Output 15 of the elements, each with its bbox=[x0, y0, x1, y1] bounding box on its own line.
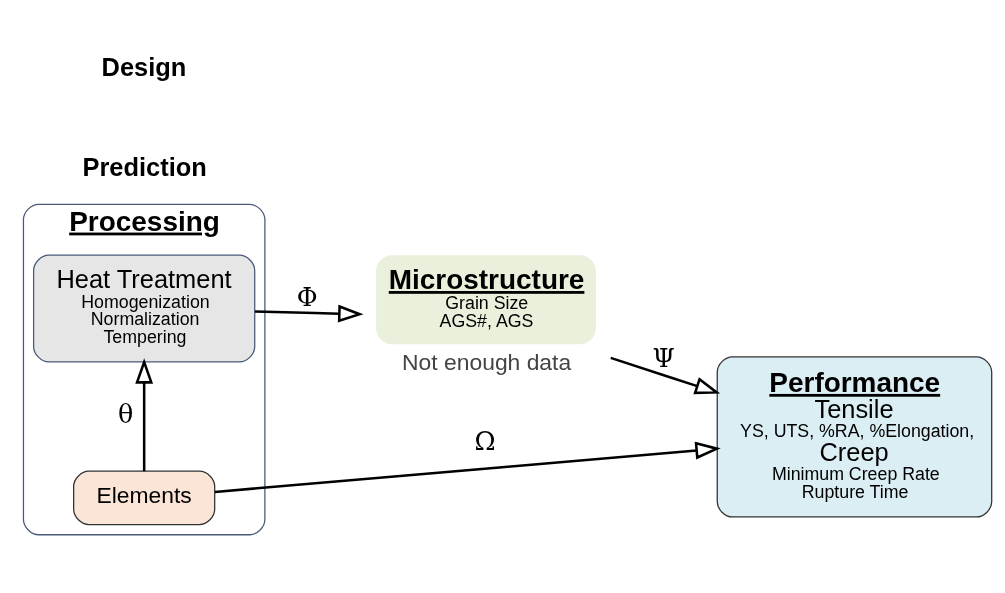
edge-label: Ω bbox=[474, 425, 496, 456]
edge-label: Ψ bbox=[652, 343, 675, 374]
label: Prediction bbox=[82, 153, 207, 182]
arrow bbox=[610, 356, 721, 395]
label: Design bbox=[101, 53, 187, 82]
edge-label: θ bbox=[118, 398, 134, 429]
node-label: Not enough data bbox=[402, 349, 572, 376]
node-box: Performance Tensile YS, UTS, %RA, %Elongation, Creep Minimum Creep Rate Rupture Time bbox=[716, 356, 993, 518]
edge-label: Φ bbox=[296, 282, 318, 313]
node-box: Heat Treatment Homogenization Normalization Tempering bbox=[33, 254, 256, 363]
node-box: Microstructure Grain Size AGS#, AGS bbox=[376, 255, 596, 345]
node-box: Elements bbox=[73, 470, 216, 526]
arrow bbox=[254, 304, 364, 323]
arrow bbox=[135, 358, 154, 472]
arrow bbox=[214, 441, 721, 494]
